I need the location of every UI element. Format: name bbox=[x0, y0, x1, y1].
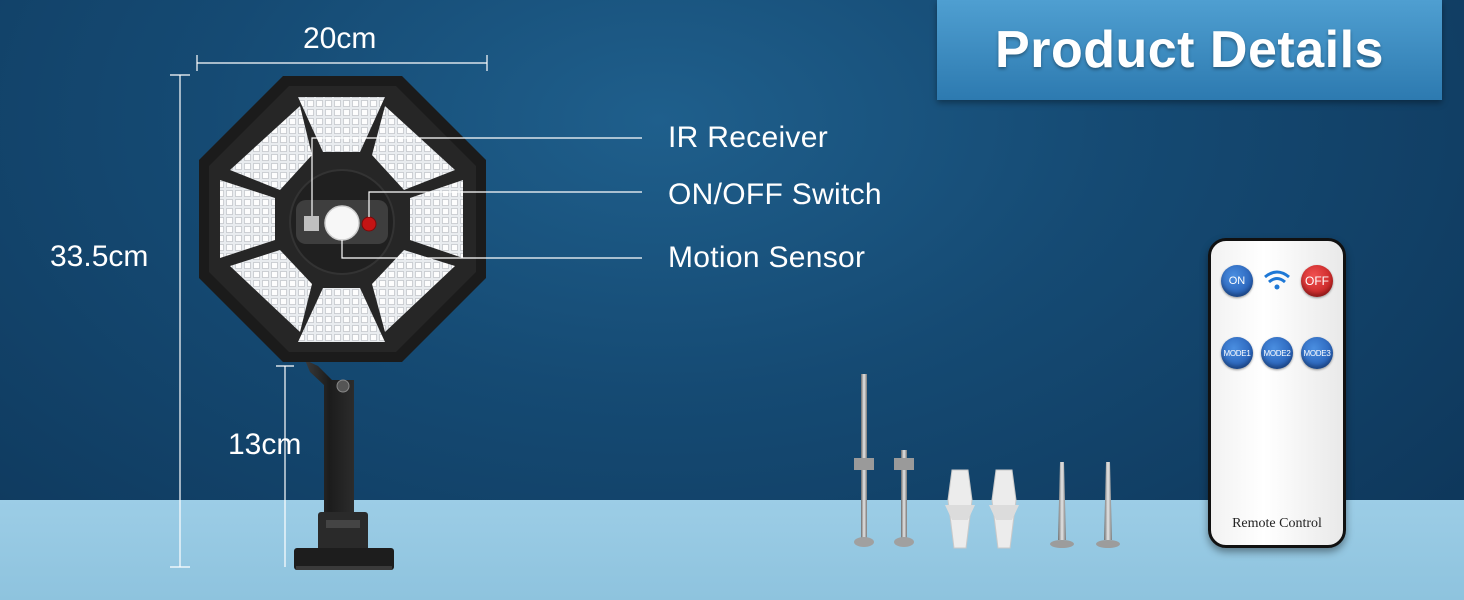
wifi-signal-icon bbox=[1264, 270, 1290, 290]
remote-on-button: ON bbox=[1221, 265, 1253, 297]
motion-sensor-dome bbox=[324, 205, 360, 241]
height-dimension-label: 33.5cm bbox=[50, 240, 149, 273]
on-off-switch-leader-line bbox=[368, 191, 642, 217]
motion-sensor-leader-line bbox=[341, 240, 642, 259]
on-off-switch-button bbox=[361, 216, 377, 232]
on-off-switch-label: ON/OFF Switch bbox=[668, 178, 882, 211]
ir-receiver-window bbox=[304, 216, 319, 231]
remote-control: ON OFF MODE1 MODE2 MODE3 Remote Control bbox=[1208, 238, 1346, 548]
title-banner: Product Details bbox=[937, 0, 1442, 100]
wall-anchor-2 bbox=[989, 469, 1019, 549]
remote-mode3-button: MODE3 bbox=[1301, 337, 1333, 369]
page-title: Product Details bbox=[995, 21, 1384, 79]
pole-dimension-label: 13cm bbox=[228, 428, 302, 461]
width-dimension-label: 20cm bbox=[303, 22, 377, 55]
height-dimension-line bbox=[170, 74, 190, 568]
wood-screw-2 bbox=[1096, 462, 1120, 548]
pole-dimension-line bbox=[276, 365, 294, 567]
ir-receiver-label: IR Receiver bbox=[668, 121, 829, 154]
mounting-pole bbox=[294, 360, 394, 570]
wall-anchor-1 bbox=[945, 469, 975, 549]
lamp-head bbox=[199, 76, 486, 362]
remote-mode2-button: MODE2 bbox=[1261, 337, 1293, 369]
expansion-bolt-long bbox=[854, 374, 874, 547]
remote-off-button: OFF bbox=[1301, 265, 1333, 297]
remote-control-label: Remote Control bbox=[1232, 516, 1322, 531]
motion-sensor-label: Motion Sensor bbox=[668, 241, 866, 274]
ir-receiver-leader-line bbox=[311, 137, 642, 216]
width-dimension-line bbox=[196, 55, 488, 71]
wood-screw-1 bbox=[1050, 462, 1074, 548]
remote-mode1-button: MODE1 bbox=[1221, 337, 1253, 369]
expansion-bolt-short bbox=[894, 450, 914, 547]
